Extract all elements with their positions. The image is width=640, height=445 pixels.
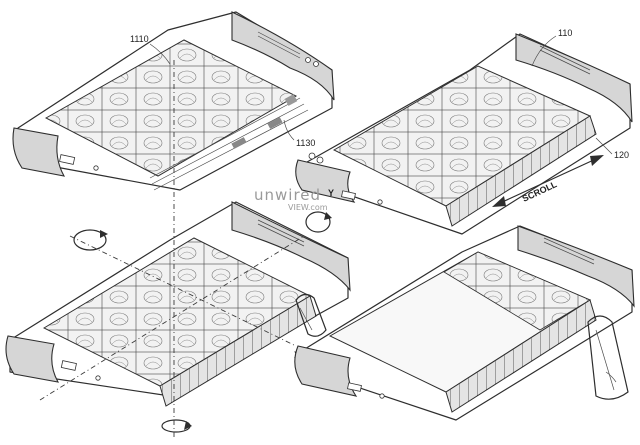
label-120: 120 bbox=[614, 150, 629, 160]
label-1130: 1130 bbox=[296, 138, 315, 148]
scroll-label: SCROLL bbox=[521, 179, 559, 204]
port-icon bbox=[59, 154, 76, 165]
label-1110: 1110 bbox=[130, 34, 149, 44]
watermark-subtext: VIEW.com bbox=[288, 203, 328, 212]
device-bottom-left: X Y bbox=[5, 188, 351, 433]
axis-y-label: Y bbox=[328, 188, 334, 198]
finger-icon bbox=[295, 293, 327, 337]
finger-icon bbox=[587, 315, 629, 400]
rotate-arrow-icon bbox=[73, 211, 332, 433]
watermark-text: unwired bbox=[254, 186, 321, 204]
device-top-left: 1110 1130 bbox=[12, 11, 335, 191]
device-top-right: 110 120 SCROLL bbox=[295, 28, 633, 235]
rotation-axes bbox=[39, 60, 305, 440]
double-arrow-icon bbox=[492, 155, 604, 207]
label-110: 110 bbox=[558, 28, 572, 38]
device-bottom-right bbox=[294, 225, 635, 421]
watermark: unwired VIEW.com bbox=[254, 186, 328, 212]
